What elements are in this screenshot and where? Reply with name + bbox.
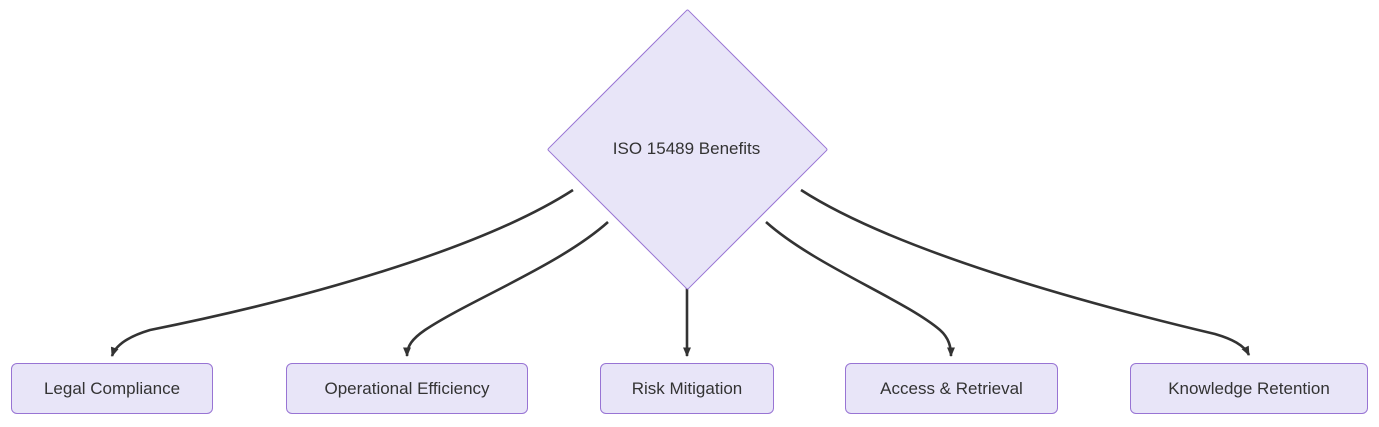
node-operational-efficiency-label: Operational Efficiency [324, 379, 490, 398]
node-knowledge-retention[interactable]: Knowledge Retention [1130, 363, 1368, 414]
edge-knowledge-retention [800, 188, 1251, 356]
node-legal-compliance-label: Legal Compliance [43, 379, 181, 398]
node-access-retrieval[interactable]: Access & Retrieval [845, 363, 1058, 414]
node-access-retrieval-label: Access & Retrieval [880, 379, 1023, 398]
node-legal-compliance[interactable]: Legal Compliance [11, 363, 213, 414]
edge-legal-compliance [110, 188, 574, 357]
node-knowledge-retention-label: Knowledge Retention [1168, 379, 1330, 398]
node-operational-efficiency[interactable]: Operational Efficiency [286, 363, 528, 414]
node-iso-benefits[interactable]: ISO 15489 Benefits [546, 8, 829, 291]
node-risk-mitigation-label: Risk Mitigation [631, 379, 743, 398]
edge-operational-efficiency [403, 221, 609, 357]
node-risk-mitigation[interactable]: Risk Mitigation [600, 363, 774, 414]
edge-access-retrieval [765, 221, 955, 357]
